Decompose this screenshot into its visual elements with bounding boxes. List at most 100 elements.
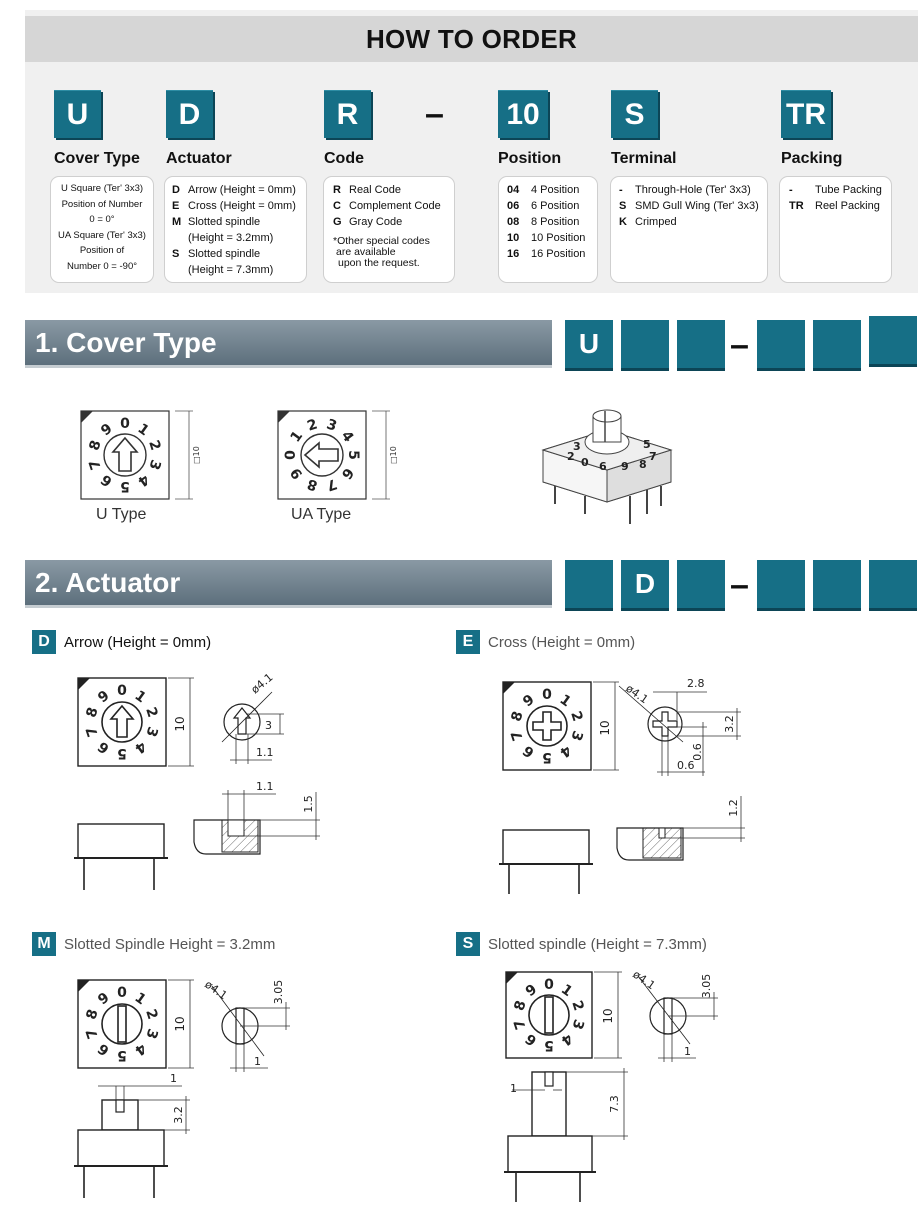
dial-digit: 0 <box>120 416 130 432</box>
act-val-1: Cross (Height = 0mm) <box>188 200 296 212</box>
pos-val-3: 10 Position <box>531 232 586 244</box>
pos-key-3: 10 <box>507 232 520 244</box>
dial-digit: 3 <box>142 1026 160 1040</box>
pack-val-0: Tube Packing <box>815 184 882 196</box>
s-dim-7-3: 7.3 <box>608 1095 621 1113</box>
u-type-knob <box>103 433 147 477</box>
actuator-s-label: Slotted spindle (Height = 7.3mm) <box>488 935 707 953</box>
act-val-3: (Height = 3.2mm) <box>188 232 274 244</box>
dial-digit: 7 <box>511 1017 529 1031</box>
dial-digit: 5 <box>120 478 130 494</box>
actuator-m-heading: M Slotted Spindle Height = 3.2mm <box>32 932 275 956</box>
act-key-4: S <box>172 248 180 260</box>
pos-val-2: 8 Position <box>531 216 580 228</box>
dial-digit: 5 <box>117 745 127 761</box>
term-val-1: SMD Gull Wing (Ter' 3x3) <box>635 200 759 212</box>
term-val-2: Crimped <box>635 216 677 228</box>
term-key-1: S <box>619 200 627 212</box>
act-val-0: Arrow (Height = 0mm) <box>188 184 296 196</box>
term-key-2: K <box>619 216 627 228</box>
act-val-5: (Height = 7.3mm) <box>188 264 274 276</box>
actuator-m-badge: M <box>32 932 56 956</box>
dial-digit: 7 <box>86 457 104 471</box>
code-val-0: Real Code <box>349 184 401 196</box>
dial-digit: 7 <box>508 728 526 742</box>
dial-digit: 5 <box>117 1047 127 1063</box>
u-type-corner <box>81 411 93 423</box>
svg-text:0: 0 <box>581 456 589 469</box>
s-dim-1: 1 <box>684 1045 691 1058</box>
pos-val-4: 16 Position <box>531 248 586 260</box>
order-dash: – <box>425 95 444 133</box>
switch-3d-drawing: 3 2 5 7 8 6 0 9 <box>541 409 673 524</box>
dial-digit: 0 <box>542 687 552 703</box>
actuator-e-heading: E Cross (Height = 0mm) <box>456 630 635 654</box>
cross-icon <box>532 711 562 741</box>
dial-digit: 8 <box>511 999 529 1013</box>
term-val-0: Through-Hole (Ter' 3x3) <box>635 184 751 196</box>
act-mini-tile-2: D <box>621 560 669 608</box>
e-dim-3-2: 3.2 <box>723 715 736 733</box>
svg-text:2: 2 <box>567 450 575 463</box>
cover-line-4: UA Square (Ter' 3x3) <box>58 229 146 241</box>
dial-digit: 5 <box>542 749 552 765</box>
d-dim-1-5: 1.5 <box>302 795 315 813</box>
cover-line-3: 0 = 0° <box>89 214 115 225</box>
d-dim-3: 3 <box>265 719 272 732</box>
act-mini-dash: – <box>730 566 749 604</box>
d-dim-1-1: 1.1 <box>256 746 274 759</box>
svg-text:8: 8 <box>639 458 647 471</box>
d-dim-1-1b: 1.1 <box>256 780 274 793</box>
svg-text:9: 9 <box>621 460 629 473</box>
code-val-2: Gray Code <box>349 216 403 228</box>
pos-key-4: 16 <box>507 248 520 260</box>
actuator-e-badge: E <box>456 630 480 654</box>
e-dim-10: 10 <box>598 720 612 735</box>
s-dim-10: 10 <box>601 1008 615 1023</box>
u-type-label: U Type <box>96 506 147 523</box>
dial-digit: 3 <box>324 416 338 434</box>
actuator-s-badge: S <box>456 932 480 956</box>
dial-digit: 2 <box>567 709 585 723</box>
cover-line-1: U Square (Ter' 3x3) <box>60 183 144 194</box>
cover-mini-dash: – <box>730 326 749 364</box>
pack-val-1: Reel Packing <box>815 200 880 212</box>
tile-position: 10 <box>498 90 548 138</box>
actuator-e-label: Cross (Height = 0mm) <box>488 633 636 651</box>
svg-text:3: 3 <box>573 440 581 453</box>
pos-key-1: 06 <box>507 200 520 212</box>
s-dim-3-05: 3.05 <box>700 974 713 999</box>
dial-digit: 3 <box>568 1017 586 1031</box>
e-dim-dia: ø4.1 <box>623 682 650 707</box>
title-actuator: Actuator <box>166 150 232 167</box>
title-cover: Cover Type <box>54 150 140 167</box>
dial-digit: 7 <box>83 724 101 738</box>
ua-type-corner <box>278 411 290 423</box>
arrow-icon <box>109 704 135 738</box>
pack-key-1: TR <box>789 200 804 212</box>
actuator-s-heading: S Slotted spindle (Height = 7.3mm) <box>456 932 707 956</box>
e-dim-0-6b: 0.6 <box>677 759 695 772</box>
dial-digit: 8 <box>87 438 105 452</box>
u-type-dim: □10 <box>192 446 201 464</box>
act-key-0: D <box>172 184 180 196</box>
actuator-d-label: Arrow (Height = 0mm) <box>64 633 212 651</box>
title-position: Position <box>498 150 562 167</box>
code-note-3: upon the request. <box>338 257 420 269</box>
dial-digit: 3 <box>142 724 160 738</box>
svg-text:5: 5 <box>643 438 651 451</box>
cover-line-2: Position of Number <box>61 198 143 210</box>
pos-key-2: 08 <box>507 216 520 228</box>
title-terminal: Terminal <box>611 150 677 167</box>
ua-type-knob <box>300 433 344 477</box>
arrow-icon <box>111 436 139 472</box>
dial-digit: 0 <box>544 977 554 993</box>
ua-type-dim: □10 <box>389 446 398 464</box>
arrow-left-icon <box>303 441 339 469</box>
e-dim-2-8: 2.8 <box>687 677 705 690</box>
